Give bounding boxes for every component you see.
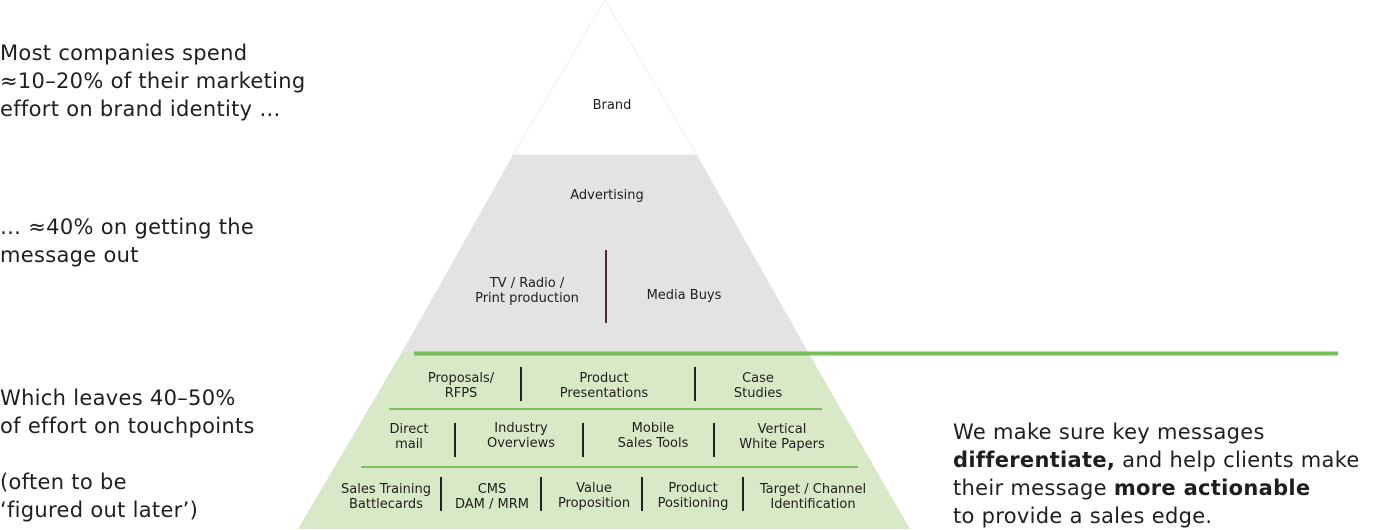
sales-training-label: Sales Training Battlecards [340,482,432,512]
value-statement-line1: We make sure key messages [953,420,1265,444]
value-statement-line4: to provide a sales edge. [953,504,1213,528]
row2-separator-1 [454,423,456,457]
row1-separator-2 [694,367,696,401]
note-brand-effort: Most companies spend ≈10–20% of their ma… [0,41,306,121]
mobile-sales-tools-label: Mobile Sales Tools [617,421,689,451]
pyramid-base-tier [298,352,910,529]
brand-label: Brand [592,98,632,113]
value-proposition-label: Value Proposition [557,481,631,511]
value-statement-bold-actionable: more actionable [1113,476,1311,500]
value-statement-line2: and help clients make [1115,448,1360,472]
direct-mail-label: Direct mail [389,422,429,452]
row3-separator-3 [641,477,643,511]
middle-tier-separator [605,250,607,323]
proposals-label: Proposals/ RFPS [427,371,495,401]
row2-separator-3 [713,423,715,457]
value-statement-bold-differentiate: differentiate, [953,448,1116,472]
row3-separator-1 [440,477,442,511]
note-message-effort: … ≈40% on getting the message out [0,215,255,267]
row2-separator-2 [582,423,584,457]
vertical-white-papers-label: Vertical White Papers [739,422,825,452]
media-buys-label: Media Buys [646,288,722,303]
note-touchpoint-effort: Which leaves 40–50% of effort on touchpo… [0,386,255,438]
cms-dam-label: CMS DAM / MRM [454,482,530,512]
case-studies-label: Case Studies [733,371,783,401]
product-positioning-label: Product Positioning [657,481,729,511]
row1-separator-1 [520,367,522,401]
row3-separator-2 [540,477,542,511]
value-statement-line3: their message [953,476,1114,500]
target-channel-label: Target / Channel Identification [759,482,867,512]
tv-radio-print-label: TV / Radio / Print production [475,276,579,306]
pyramid-apex-tier [512,0,698,156]
row3-separator-4 [742,477,744,511]
note-figured-out-later: (often to be ‘figured out later’) [0,470,199,522]
industry-overviews-label: Industry Overviews [487,421,555,451]
advertising-label: Advertising [570,188,644,203]
product-presentations-label: Product Presentations [559,371,649,401]
